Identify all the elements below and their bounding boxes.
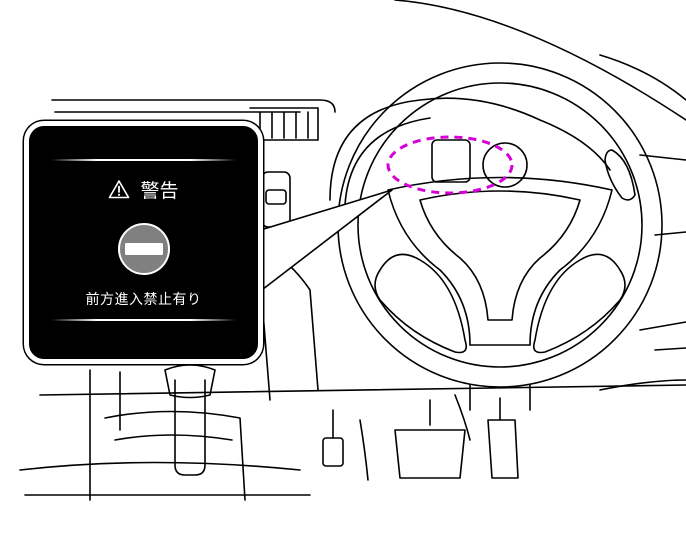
panel-bottom-line	[51, 319, 236, 321]
console-base	[89, 369, 121, 501]
center-vent	[249, 107, 319, 141]
warning-title: 警告	[140, 179, 179, 202]
knee-line-2	[654, 347, 686, 351]
warning-message: 前方進入禁止有り	[85, 292, 202, 308]
footwell-line-2	[359, 419, 369, 481]
cluster-hood	[329, 97, 611, 201]
shift-lever	[174, 379, 206, 476]
steering-wheel-outer	[337, 62, 663, 388]
gauge-center	[431, 139, 471, 183]
brake-pedal	[394, 429, 466, 479]
gauge-right	[482, 142, 528, 188]
console-rear	[19, 461, 301, 471]
steering-wheel-inner	[357, 82, 643, 368]
dashboard-top-line	[51, 99, 336, 113]
no-entry-sign-icon	[118, 223, 170, 275]
accelerator-pedal	[487, 419, 519, 479]
steering-hub-inner	[419, 190, 581, 321]
shifter-surround	[104, 410, 246, 501]
console-column-2	[261, 299, 271, 401]
warning-panel: 警告 前方進入禁止有り	[24, 121, 263, 364]
callout-pointer	[253, 189, 393, 297]
parking-pedal	[322, 437, 344, 467]
dashboard-edge-right	[639, 154, 686, 161]
steering-spoke-right	[532, 253, 626, 354]
steering-hub	[387, 176, 613, 346]
lower-dash	[39, 384, 686, 396]
highlight-outline	[386, 135, 514, 195]
console-switch-2	[265, 189, 287, 205]
lower-dash-2	[599, 379, 686, 391]
knee-line	[639, 321, 686, 331]
dashboard-edge-right-2	[654, 231, 686, 236]
shift-knob	[164, 364, 216, 399]
steering-spoke-left	[374, 253, 468, 354]
cluster-hood-inner	[344, 117, 431, 206]
windshield-line	[394, 0, 686, 121]
steering-column	[469, 384, 531, 411]
warning-triangle-icon	[109, 180, 130, 199]
panel-top-line	[51, 159, 236, 161]
warning-header: 警告	[29, 175, 258, 203]
paddle-right	[604, 149, 636, 201]
footwell-line	[454, 394, 471, 441]
shifter-surround-2	[114, 434, 233, 441]
windshield-line-2	[599, 54, 686, 101]
